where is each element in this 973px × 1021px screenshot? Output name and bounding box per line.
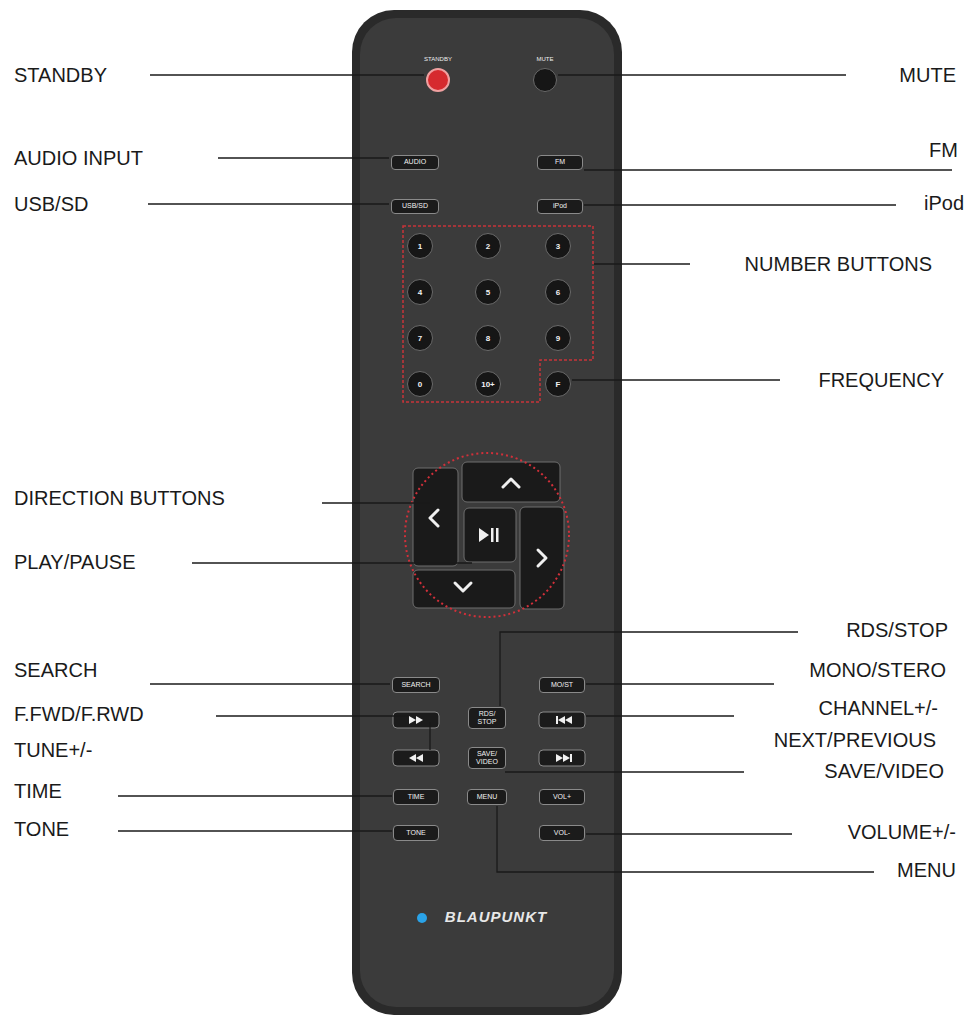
rect-button: AUDIO [391,155,439,170]
button-text: 7 [418,334,422,343]
rect-button: SEARCH [392,677,440,693]
callout-label: iPod [922,191,966,215]
remote-housing [352,10,622,1015]
callout-label: FM [927,138,960,162]
round-button: STANDBY [426,68,450,92]
round-button: 0 [407,371,433,397]
callout-label: FREQUENCY [816,368,946,392]
callout-label: SAVE/VIDEO [822,759,946,783]
button-text: 4 [418,288,422,297]
callout-label: TIME [12,779,64,803]
button-text: iPod [553,202,567,210]
round-button: 3 [545,233,571,259]
callout-label: NUMBER BUTTONS [743,252,934,276]
leader-lines [118,75,952,872]
direction-pad [413,462,564,609]
button-text: USB/SD [402,202,428,210]
button-text: VOL+ [553,793,571,801]
button-text: SAVE/ VIDEO [472,750,502,766]
round-button: MUTE [533,68,557,92]
play-pause-icon [479,528,499,542]
callout-label: AUDIO INPUT [12,146,145,170]
logo-dot [417,913,427,923]
rect-button: VOL+ [539,789,585,805]
round-button: 1 [407,233,433,259]
callout-label: USB/SD [12,192,90,216]
round-button: F [545,371,571,397]
callout-label: PLAY/PAUSE [12,550,138,574]
button-text: 2 [486,242,490,251]
remote-face [360,18,614,1007]
callout-label: F.FWD/F.RWD [12,702,146,726]
brand-logo: BLAUPUNKT [445,908,547,925]
button-text: 10+ [481,380,495,389]
rect-button: USB/SD [391,199,439,214]
round-button: 6 [545,279,571,305]
round-button: 7 [407,325,433,351]
rect-button: TIME [393,789,439,805]
button-text: 9 [556,334,560,343]
rect-button: FM [537,155,583,170]
callout-label: STANDBY [12,63,109,87]
button-text: F [556,380,561,389]
button-text: MO/ST [551,681,573,689]
callout-label: MUTE [897,63,958,87]
button-text: FM [555,158,565,166]
round-button: 10+ [475,371,501,397]
rect-button: iPod [537,199,583,214]
button-text: RDS/ STOP [472,710,502,726]
callout-label: DIRECTION BUTTONS [12,486,227,510]
callout-label: SEARCH [12,658,99,682]
callout-label: MONO/STERO [807,658,948,682]
button-text: SEARCH [401,681,430,689]
button-text: 8 [486,334,490,343]
button-text: TONE [406,829,425,837]
direction-area-outline [405,453,569,617]
button-text: MENU [477,793,498,801]
round-button: 9 [545,325,571,351]
button-text: 5 [486,288,490,297]
callout-label: TUNE+/- [12,738,94,762]
number-area-outline [403,226,593,402]
round-button: 4 [407,279,433,305]
button-text: 1 [418,242,422,251]
callout-label: MENU [895,858,958,882]
button-caption: STANDBY [424,56,452,62]
button-text: 6 [556,288,560,297]
remote-body: BLAUPUNKT STANDBY MUTE AUDIO FM USB/SD iPod 1 2 3… [352,10,622,1015]
rect-button: SAVE/ VIDEO [468,747,506,769]
callout-label: RDS/STOP [844,618,950,642]
rect-button: MO/ST [539,677,585,693]
button-text: 0 [418,380,422,389]
button-text: VOL- [554,829,570,837]
rect-button: RDS/ STOP [468,707,506,729]
rect-button: VOL- [539,825,585,841]
callout-label: VOLUME+/- [846,820,958,844]
callout-label: NEXT/PREVIOUS [772,728,938,752]
button-text: 3 [556,242,560,251]
callout-label: CHANNEL+/- [817,696,940,720]
rect-button: TONE [393,825,439,841]
button-text: TIME [408,793,425,801]
direction-arrows [430,479,546,591]
callout-label: TONE [12,817,71,841]
round-button: 8 [475,325,501,351]
rect-button: MENU [467,789,507,805]
round-button: 5 [475,279,501,305]
round-button: 2 [475,233,501,259]
button-caption: MUTE [537,56,554,62]
logo-row: BLAUPUNKT [352,908,622,926]
button-text: AUDIO [404,158,426,166]
